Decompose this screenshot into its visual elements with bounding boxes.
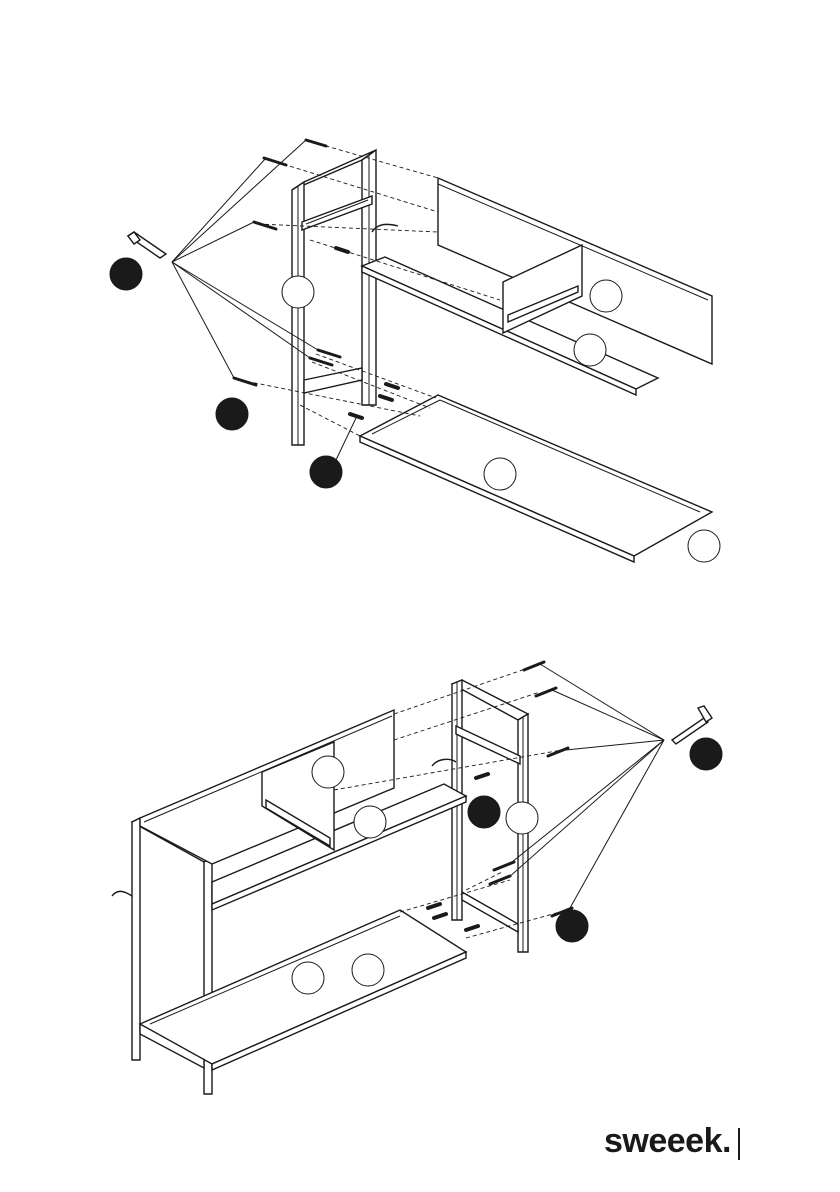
callout-filled-hardware-b xyxy=(216,398,248,430)
callout-open-part-drawer xyxy=(354,806,386,838)
callout-filled-hardware-f xyxy=(556,910,588,942)
cable-icon-step-2-b xyxy=(112,891,132,896)
callout-filled-hardware-d xyxy=(690,738,722,770)
callout-filled-hardware-e xyxy=(468,796,500,828)
brand-logo: sweeek. xyxy=(604,1122,731,1161)
callout-open-part-frame xyxy=(282,276,314,308)
callout-open-part-back-2 xyxy=(312,756,344,788)
callout-open-part-shelf xyxy=(574,334,606,366)
step-2-diagram xyxy=(0,600,840,1120)
callout-filled-hardware-c xyxy=(310,456,342,488)
callout-open-part-shelf-2 xyxy=(352,954,384,986)
callout-open-part-frame-2 xyxy=(506,802,538,834)
hex-key-icon xyxy=(128,232,166,258)
callout-filled-hardware-a xyxy=(110,258,142,290)
callout-open-part-back xyxy=(590,280,622,312)
drawer-rail-right xyxy=(456,726,520,764)
bottom-shelf xyxy=(360,395,712,562)
callout-leaders-step-1 xyxy=(172,140,356,460)
callout-leaders-step-2 xyxy=(508,664,664,908)
step-1-diagram xyxy=(0,0,840,590)
brand-divider xyxy=(738,1128,740,1160)
callout-open-part-bottom xyxy=(484,458,516,490)
callout-open-part-bottom-2 xyxy=(292,962,324,994)
callout-open-part-end xyxy=(688,530,720,562)
